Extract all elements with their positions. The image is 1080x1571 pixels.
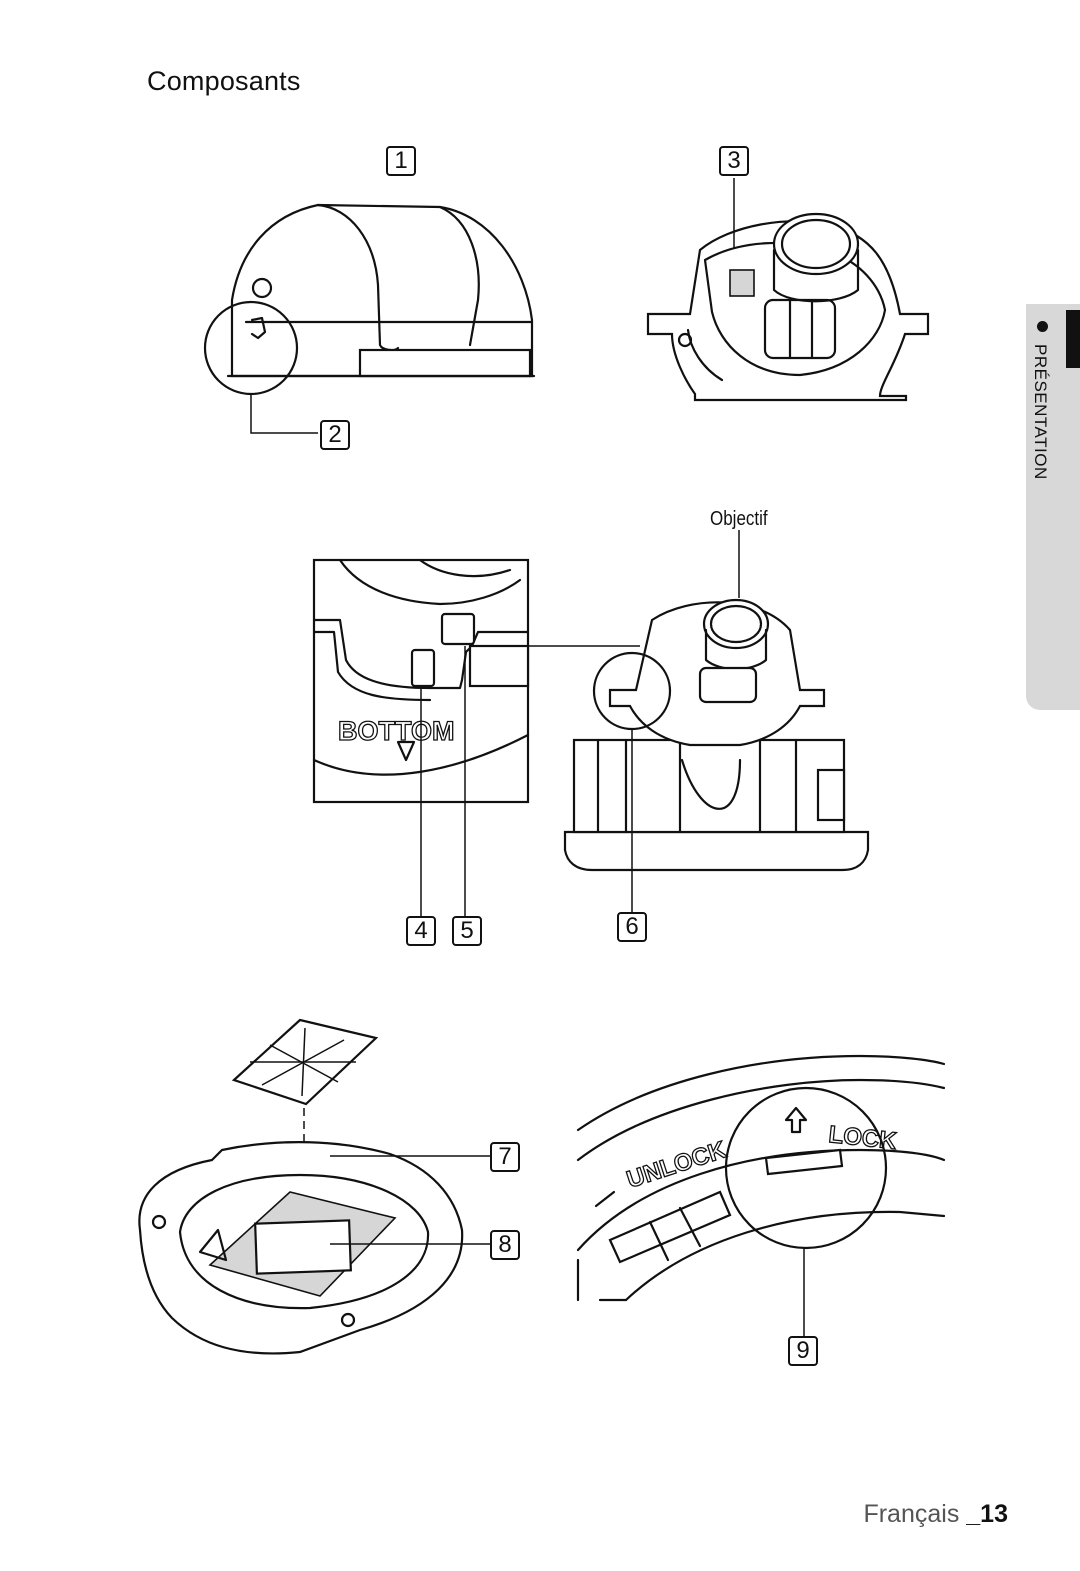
camera-module-illustration <box>646 212 930 402</box>
bottom-embossed-text: BOTTOM <box>338 716 455 746</box>
section-tab-label: PRÉSENTATION <box>1031 344 1050 480</box>
callout-5: 5 <box>452 916 482 946</box>
section-indicator-bar <box>1066 310 1080 368</box>
lens-label: Objectif <box>710 508 768 530</box>
footer-language: Français <box>863 1500 960 1528</box>
detail-circle-9 <box>724 1086 888 1250</box>
unlock-embossed-text: UNLOCK <box>624 1136 731 1194</box>
callout-3: 3 <box>719 146 749 176</box>
callout-1: 1 <box>386 146 416 176</box>
page-footer: Français _13 <box>863 1500 1008 1529</box>
callout-6: 6 <box>617 912 647 942</box>
leader-line-2 <box>250 394 318 434</box>
callout-4: 4 <box>406 916 436 946</box>
camera-assembly-illustration <box>563 598 870 872</box>
bottom-detail-inset: BOTTOM <box>312 558 530 804</box>
dome-cover-illustration <box>226 203 536 378</box>
callout-2: 2 <box>320 420 350 450</box>
callout-9: 9 <box>788 1336 818 1366</box>
page-title: Composants <box>147 66 301 96</box>
callout-8: 8 <box>490 1230 520 1260</box>
lock-embossed-text: LOCK <box>827 1121 898 1155</box>
lock-ring-illustration: UNLOCK LOCK <box>576 1054 946 1302</box>
base-plate-illustration <box>138 1018 464 1355</box>
section-side-tab: PRÉSENTATION <box>1026 304 1080 710</box>
footer-page-number: _13 <box>966 1500 1008 1528</box>
callout-7: 7 <box>490 1142 520 1172</box>
bullet-icon <box>1037 321 1048 332</box>
